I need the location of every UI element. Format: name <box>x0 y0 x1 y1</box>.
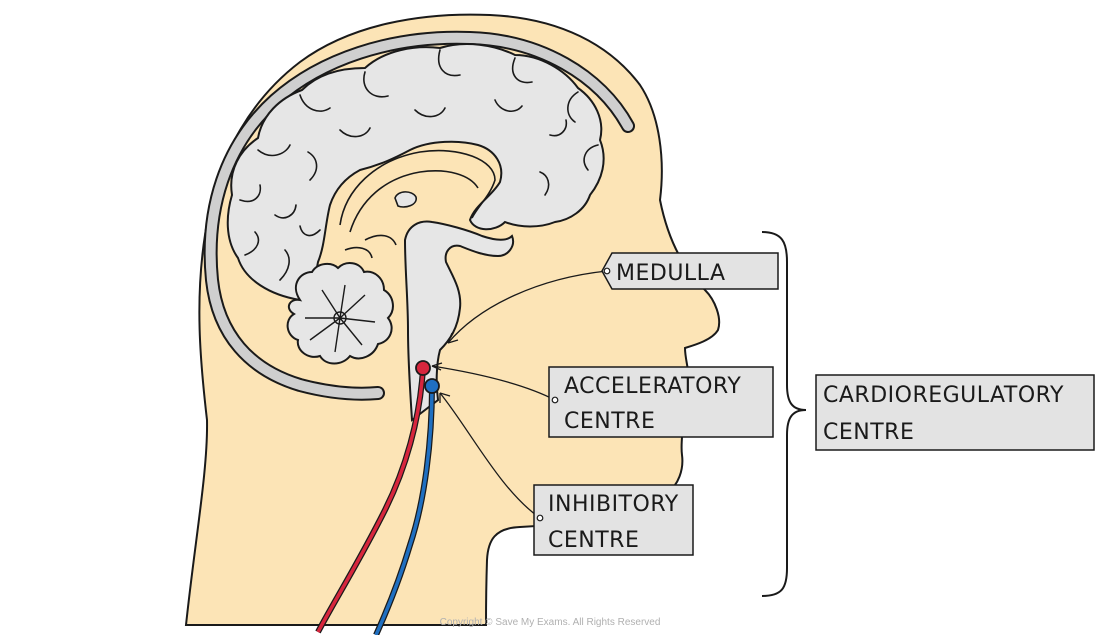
curly-brace <box>761 231 807 597</box>
cerebellum-folds <box>305 284 376 353</box>
ventricle <box>394 191 417 208</box>
accelerator-centre-dot <box>415 360 431 376</box>
label-inhibitory-centre: INHIBITORY CENTRE <box>533 484 694 556</box>
cerebrum <box>226 43 605 302</box>
inhibitory-label-line1: INHIBITORY <box>548 492 679 517</box>
accelerator-label-line1: ACCELERATORY <box>564 374 741 399</box>
inhibitory-centre-dot <box>424 378 440 394</box>
cerebrum-folds <box>239 49 599 281</box>
label-cardioregulatory-centre: CARDIOREGULATORY CENTRE <box>815 374 1095 451</box>
accelerator-label-line2: CENTRE <box>564 409 655 434</box>
label-medulla: MEDULLA <box>601 252 779 290</box>
cardio-label-line1: CARDIOREGULATORY <box>823 383 1064 408</box>
label-accelerator-centre: ACCELERATORY CENTRE <box>548 366 774 438</box>
copyright-notice: Copyright © Save My Exams. All Rights Re… <box>440 617 661 628</box>
medulla-label: MEDULLA <box>616 261 726 286</box>
pointer-lines <box>431 270 608 519</box>
corpus-callosum <box>339 149 496 226</box>
brainstem-medulla <box>403 220 514 422</box>
cardio-label-line2: CENTRE <box>823 420 914 445</box>
inhibitory-label-line2: CENTRE <box>548 528 639 553</box>
